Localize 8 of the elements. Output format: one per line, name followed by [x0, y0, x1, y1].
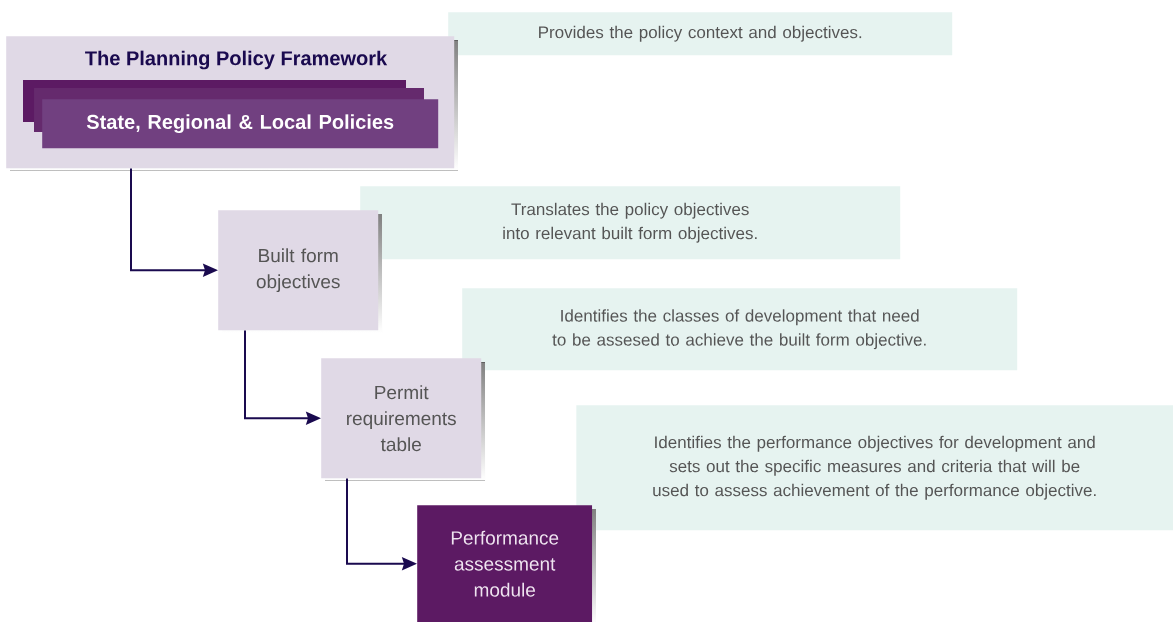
description-box: Translates the policy objectives into relevant built form objectives.	[360, 186, 901, 260]
policy-stack: State, Regional & Local Policies	[23, 80, 439, 149]
description-box: Identifies the performance objectives for development and sets out the specific measures and criteria that will be used to assess achievement of the performance objective.	[576, 405, 1173, 531]
process-box: Built form objectives	[218, 210, 382, 333]
description-box: Provides the policy context and objectives.	[448, 12, 953, 56]
description-box: Identifies the classes of development that need to be assesed to achieve the built form objective.	[462, 288, 1018, 371]
process-box: Performance assessment module	[417, 505, 596, 622]
process-box: Permit requirements table	[321, 358, 485, 481]
